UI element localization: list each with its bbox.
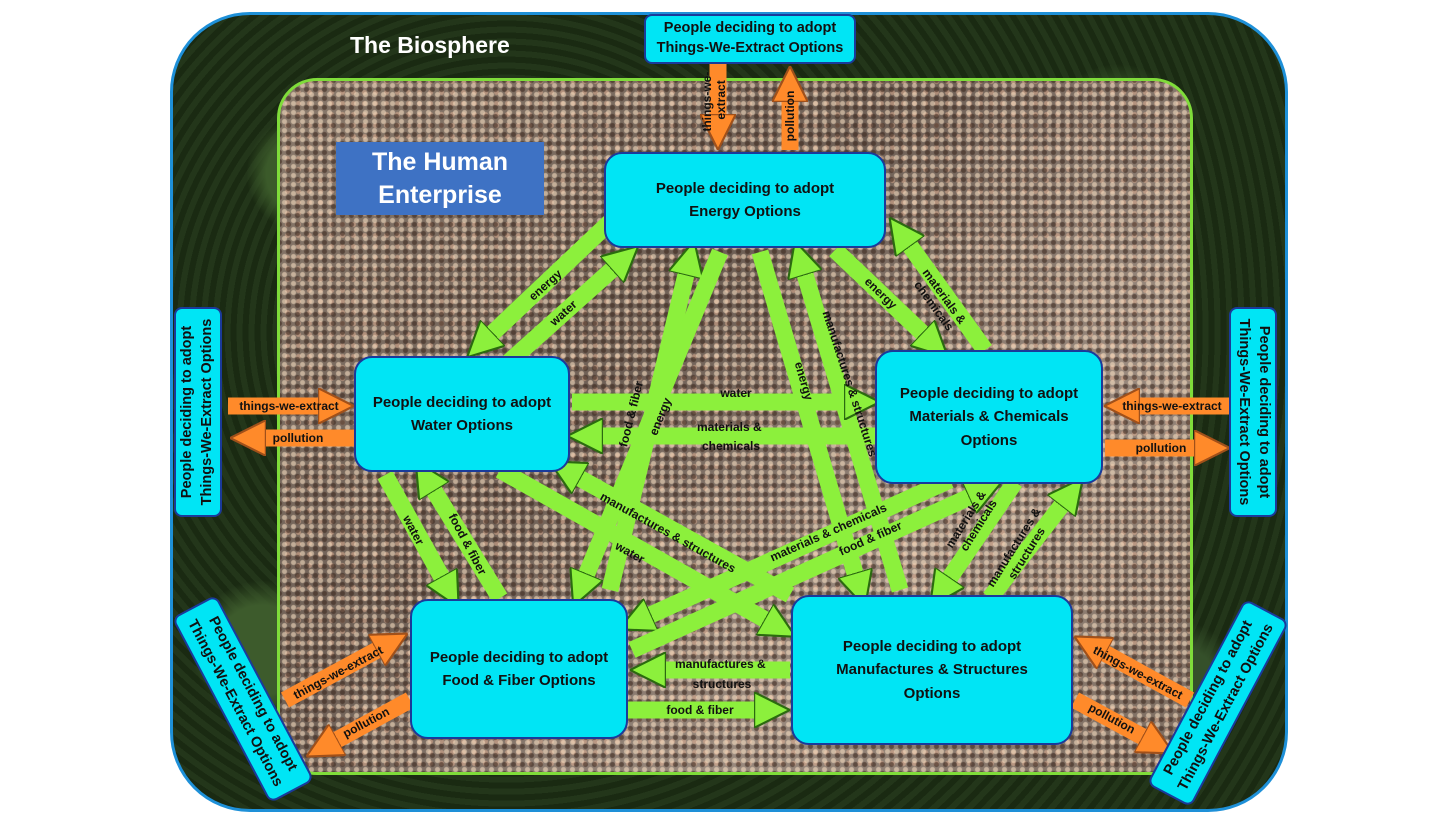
label-left-pollution: pollution (273, 431, 324, 445)
arrow-materials-to-manufactures (940, 477, 1023, 592)
arrow-materials-to-food (635, 472, 954, 622)
label-man2-b: structures (693, 677, 752, 691)
human-enterprise-title: The Human Enterprise (336, 142, 544, 215)
label-top-pollution: pollution (783, 91, 797, 142)
node-manufactures-options: People deciding to adopt Manufactures & … (791, 595, 1073, 745)
label-manufactures-food: manufactures & structures (675, 657, 769, 691)
label-food-manufactures: food & fiber (666, 703, 734, 717)
arrow-energy-to-water (480, 215, 616, 345)
arrow-br-pollution-out (1070, 692, 1158, 745)
arrow-bl-pollution-out (322, 692, 415, 748)
label-man1-b: manufactures & (675, 657, 766, 671)
label-things-top-1: things-we- (700, 72, 714, 132)
label-energy-materials-1: energy (862, 274, 900, 312)
label-things-top-2: extract (714, 80, 728, 119)
biosphere-title: The Biosphere (350, 32, 510, 58)
label-right-pollution: pollution (1136, 441, 1187, 455)
arrow-food-to-water (425, 476, 508, 603)
arrow-materials-to-energy (900, 232, 992, 355)
arrow-water-to-energy (494, 258, 625, 377)
node-water-options: People deciding to adopt Water Options (354, 356, 570, 472)
label-mat1-b: materials & (697, 420, 762, 434)
extract-box-left: People deciding to adopt Things-We-Extra… (174, 307, 222, 517)
label-food-water: food & fiber (446, 511, 490, 577)
arrow-br-extract-in (1090, 645, 1195, 708)
arrow-energy-to-materials (829, 243, 935, 345)
node-food-options: People deciding to adopt Food & Fiber Op… (410, 599, 628, 739)
label-top-extract: things-we- extract (700, 68, 728, 131)
label-bl-extract: things-we-extract (291, 643, 385, 702)
label-mat2-b: chemicals (702, 439, 760, 453)
arrow-water-to-food (377, 470, 450, 592)
extract-box-right: People deciding to adopt Things-We-Extra… (1229, 307, 1277, 517)
label-left-extract: things-we-extract (239, 399, 338, 413)
arrow-food-to-materials (628, 490, 985, 658)
arrow-bl-extract-in (280, 642, 392, 708)
label-water-materials: water (719, 386, 752, 400)
arrow-manufactures-to-materials (983, 492, 1072, 604)
node-materials-options: People deciding to adopt Materials & Che… (875, 350, 1103, 484)
extract-box-top: People deciding to adopt Things-We-Extra… (644, 14, 856, 64)
label-br-extract: things-we-extract (1091, 643, 1185, 702)
label-right-extract: things-we-extract (1122, 399, 1221, 413)
label-materials-water: materials & chemicals (697, 420, 765, 453)
node-energy-options: People deciding to adopt Energy Options (604, 152, 886, 248)
